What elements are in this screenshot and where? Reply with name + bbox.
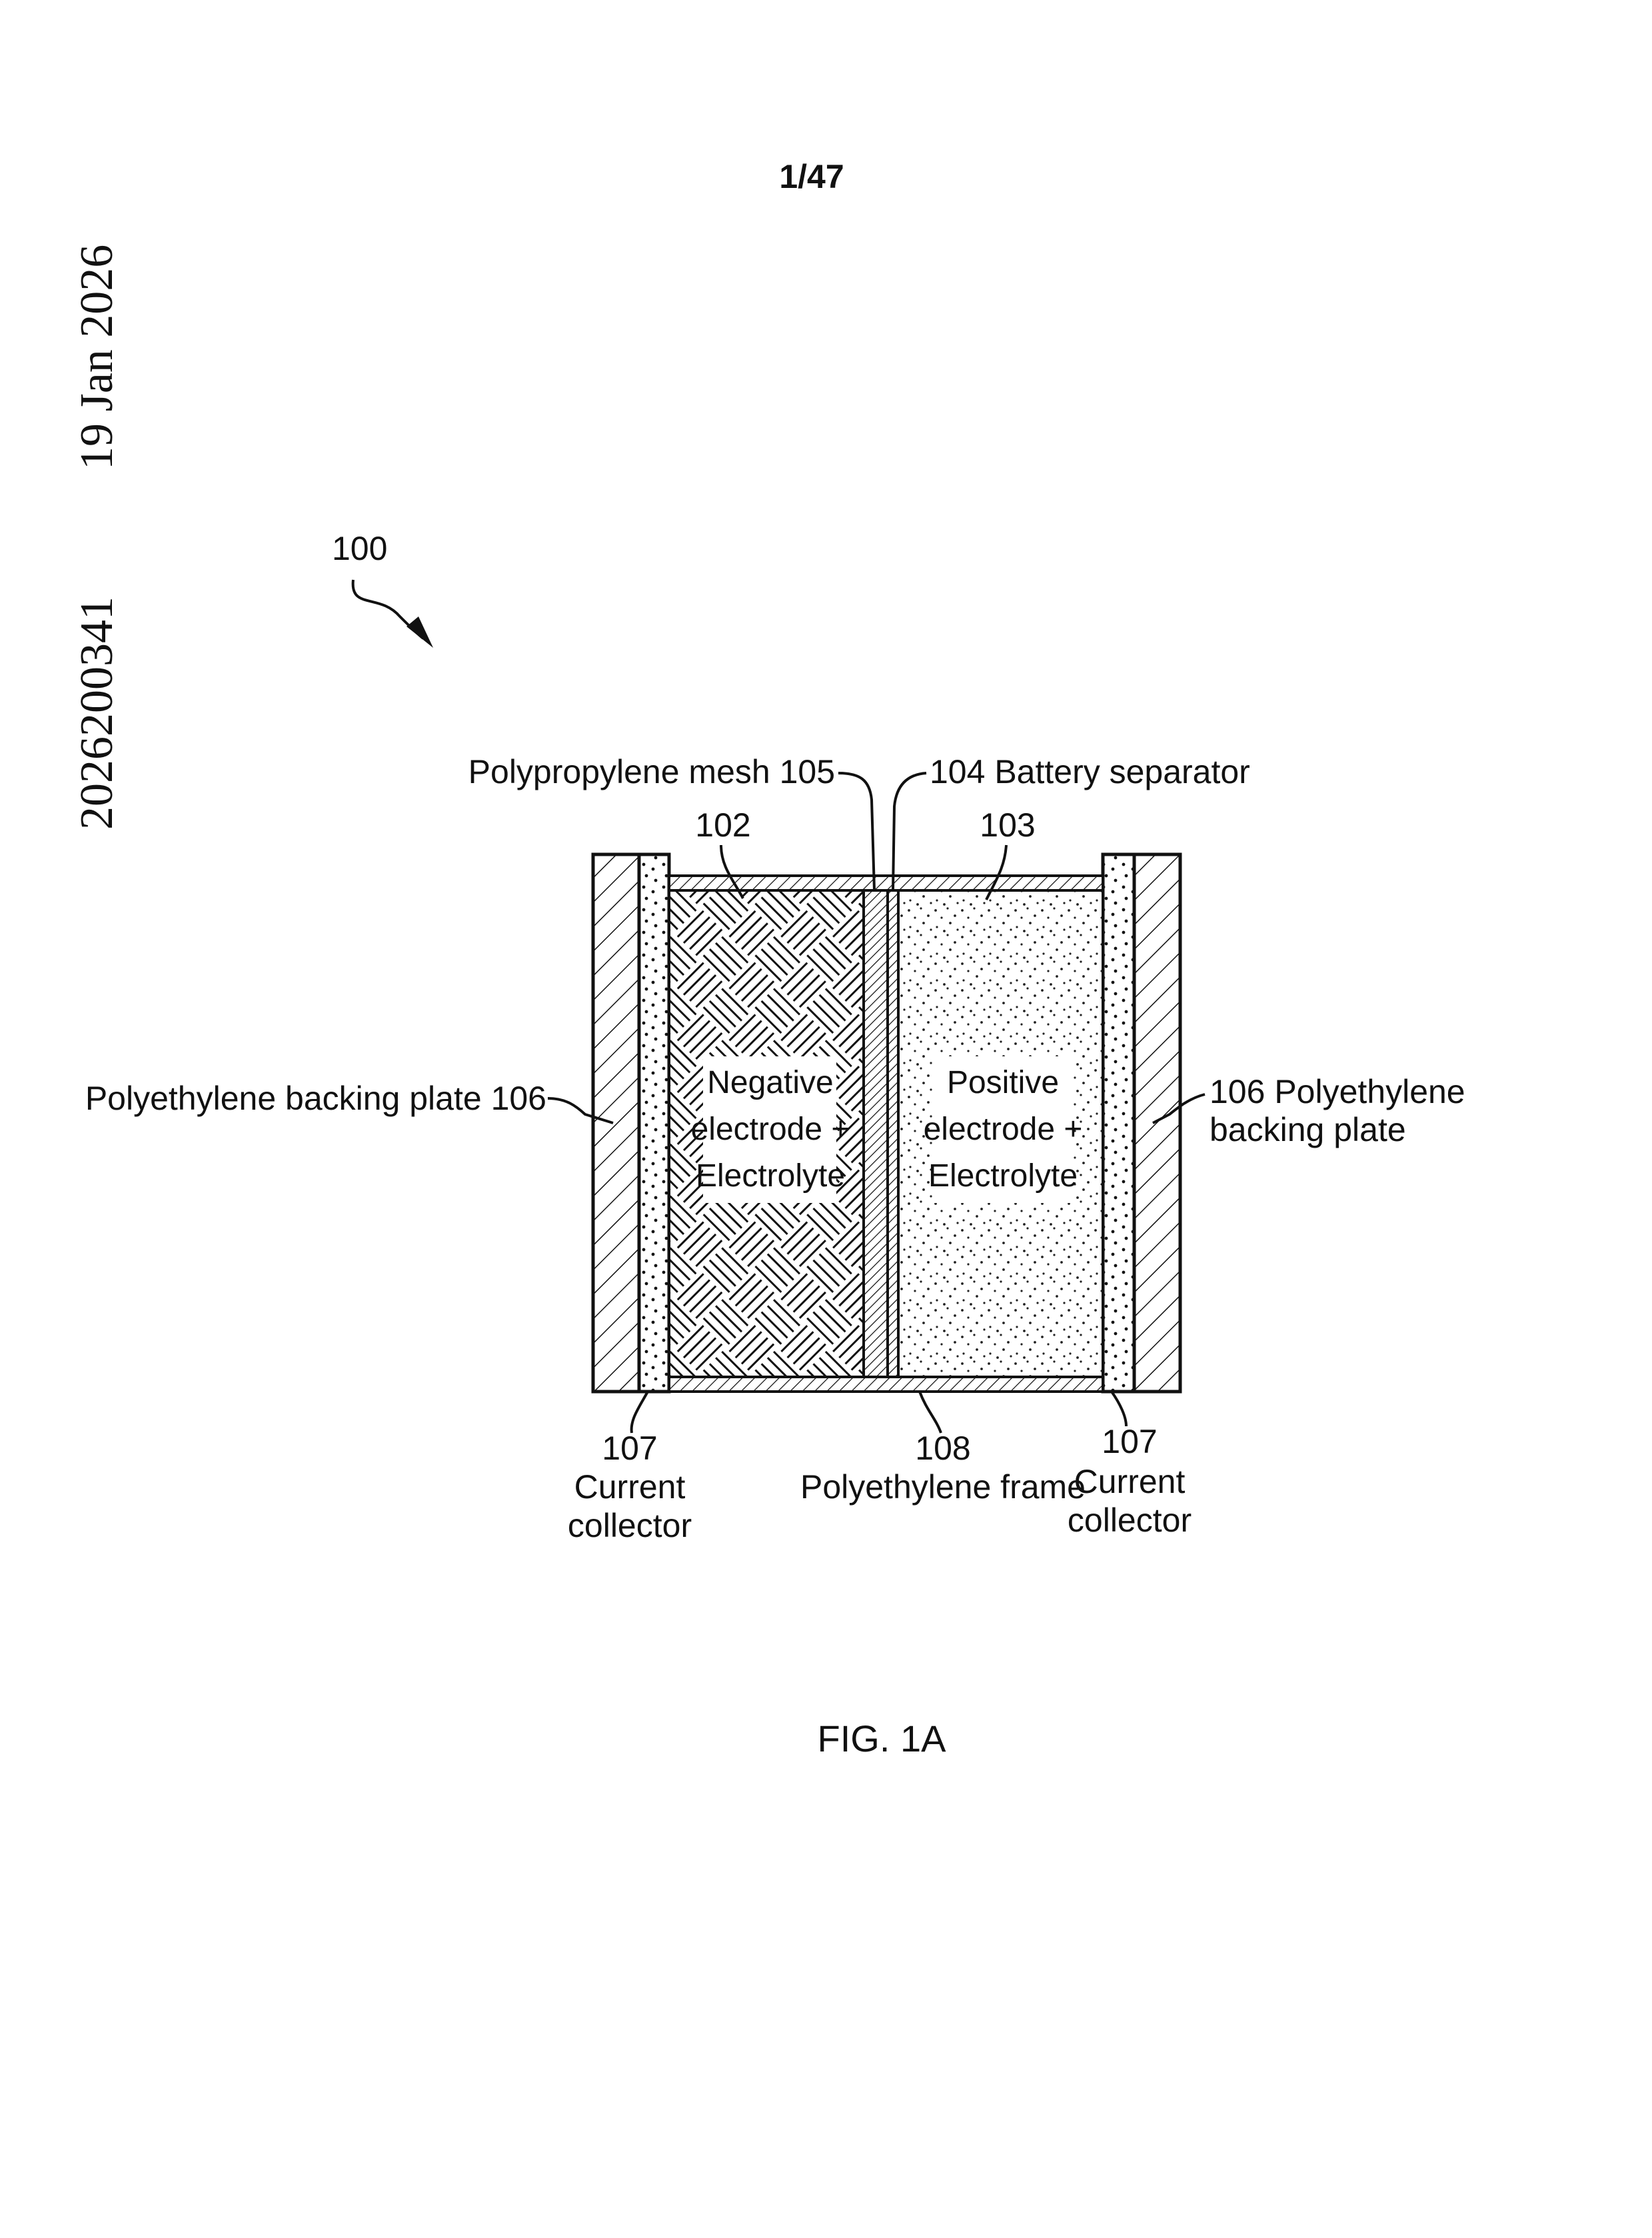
negative-electrode-label-line1: Negative <box>707 1065 833 1100</box>
publication-number: 2026200341 <box>71 596 123 830</box>
polypropylene-mesh <box>864 890 888 1377</box>
polypropylene-mesh-label: Polypropylene mesh 105 <box>468 753 835 790</box>
backing-plate-right-label-line1: 106 Polyethylene <box>1210 1073 1465 1110</box>
ref-103: 103 <box>980 806 1035 844</box>
collector-right-label-line1: Current <box>1074 1463 1186 1500</box>
ref-102: 102 <box>695 806 750 844</box>
page-number: 1/47 <box>779 158 844 195</box>
backing-plate-left <box>593 854 639 1392</box>
negative-electrode-label-line2: electrode + <box>691 1112 850 1147</box>
battery-separator <box>888 890 898 1377</box>
collector-right-label-line2: collector <box>1068 1502 1192 1539</box>
negative-electrode-label-line3: Electrolyte <box>696 1158 845 1194</box>
frame-label: Polyethylene frame <box>800 1468 1086 1506</box>
backing-plate-right-label-line2: backing plate <box>1210 1111 1406 1148</box>
backing-plate-left-label: Polyethylene backing plate 106 <box>85 1080 546 1117</box>
positive-electrode-label-line1: Positive <box>947 1065 1059 1100</box>
figure-caption: FIG. 1A <box>818 1717 947 1759</box>
polyethylene-frame-bottom <box>669 1377 1103 1392</box>
collector-left-label-line1: Current <box>574 1468 686 1506</box>
battery-separator-label: 104 Battery separator <box>930 753 1250 790</box>
frame-number: 108 <box>915 1430 970 1467</box>
positive-electrode-label-line2: electrode + <box>924 1112 1083 1147</box>
collector-left-label-line2: collector <box>568 1507 692 1544</box>
battery-cell-diagram: Negative electrode + Electrolyte Positiv… <box>593 854 1180 1392</box>
collector-left-number: 107 <box>602 1430 657 1467</box>
current-collector-left <box>639 854 669 1392</box>
collector-right-number: 107 <box>1102 1423 1157 1460</box>
current-collector-right <box>1103 854 1134 1392</box>
reference-100: 100 <box>332 530 387 567</box>
positive-electrode-label-line3: Electrolyte <box>928 1158 1078 1194</box>
publication-date: 19 Jan 2026 <box>71 245 123 470</box>
backing-plate-right <box>1134 854 1180 1392</box>
